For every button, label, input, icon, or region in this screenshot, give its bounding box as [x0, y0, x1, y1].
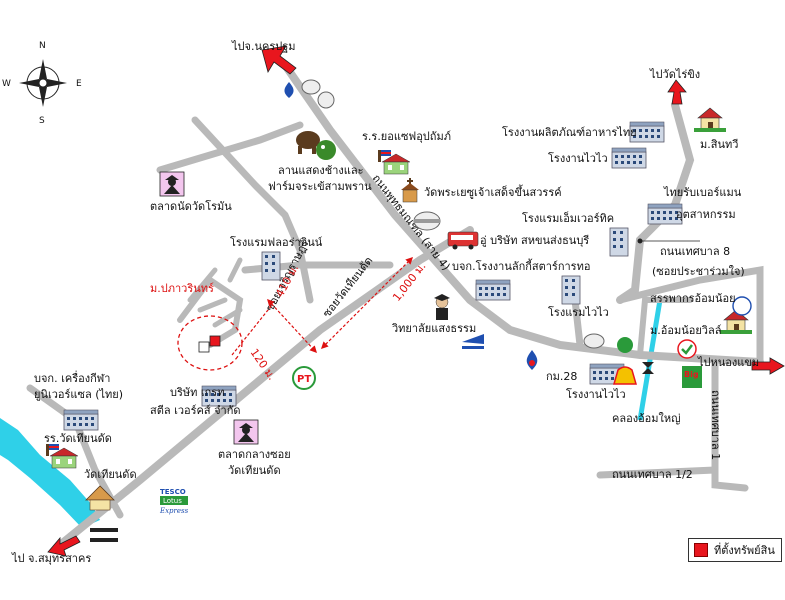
distance-410-line: [267, 298, 317, 354]
compass-w: W: [2, 79, 11, 89]
village-sinthavee-icon: [693, 107, 727, 133]
lotus-text-1: TESCO: [160, 488, 186, 496]
label-village-sinthavee: ม.สินทวี: [700, 138, 738, 151]
label-sports-equipment-1: บจก. เครื่องกีฬา: [34, 370, 110, 385]
label-pakarn-village: ม.ปภาวรินทร์: [150, 282, 214, 295]
distance-120-line: [231, 304, 273, 356]
compass-s: S: [39, 116, 45, 126]
label-factory-waiwai-1: โรงงานไวไว: [548, 151, 608, 165]
hotel-emwiraphip-icon: [609, 227, 629, 257]
arrow-wat-rai-khing: [667, 79, 687, 105]
sports-building-icon: [63, 409, 99, 431]
lucky-star-building-icon: [475, 279, 511, 301]
green-station-icon: [617, 337, 633, 353]
logo-saengtham-icon: [462, 334, 484, 349]
arrow-nakhon-pathom: [261, 45, 297, 75]
label-lucky-star: บจก.โรงงานลักกี้สตาร์การทอ: [452, 258, 590, 273]
legend-box: ที่ตั้งทรัพย์สิน: [688, 538, 782, 562]
label-great-2: สตีล เวอร์คส์ จำกัด: [150, 404, 241, 417]
label-market-nun: ตลาดนัดวัดโรมัน: [150, 199, 232, 213]
road-network: [26, 61, 764, 549]
nissan-dealer-icon: [583, 333, 605, 349]
label-sports-equipment-2: ยูนิเวอร์แซล (ไทย): [34, 388, 123, 401]
label-church: วัดพระเยซูเจ้าเสด็จขึ้นสวรรค์: [424, 184, 562, 199]
compass-n: N: [39, 41, 46, 51]
label-school-wat: รร.วัดเทียนดัด: [44, 432, 112, 445]
legend-label: ที่ตั้งทรัพย์สิน: [714, 544, 775, 557]
label-great-1: บริษัท เกรท: [170, 386, 224, 399]
compass-e: E: [76, 79, 82, 89]
school-joseph-icon: [377, 149, 411, 175]
label-hotel-waiwai: โรงแรมไวไว: [548, 305, 609, 319]
label-to-nong-khaem: ไปหนองแขม: [697, 356, 759, 369]
label-saengtham: วิทยาลัยแสงธรรม: [391, 322, 476, 335]
label-hotel-emwiraphip: โรงแรมเอ็มเวอร์ทิค: [522, 211, 614, 225]
label-elephant-show: ลานแสดงช้างและ: [278, 164, 364, 177]
river-left: [0, 418, 100, 528]
lotus-text-3: Express: [159, 507, 189, 515]
nissan-top-icon: [301, 79, 321, 95]
mg-icon: [317, 91, 335, 109]
waiwai-factory-building-icon: [611, 147, 647, 169]
label-to-wat-rai-khing: ไปวัดไร่ขิง: [649, 68, 700, 81]
church-icon: [401, 178, 419, 203]
arrow-samut-sakhon: [47, 535, 81, 557]
property-circle: [177, 315, 243, 371]
khlong-om-yai: [637, 299, 663, 421]
label-school-joseph: ร.ร.ยอแซฟอุปถัมภ์: [362, 130, 451, 143]
road-label-thetsaban1: ถนนเทศบาล 1: [709, 390, 722, 460]
svg-text:PT: PT: [297, 374, 311, 385]
road-label-pracharuamjai: (ซอยประชาร่วมใจ): [652, 265, 745, 278]
ptt-icon: [284, 82, 294, 98]
bridge-icon: [90, 528, 118, 542]
ptt-station-icon: [526, 350, 538, 370]
revenue-seal-icon: [732, 296, 752, 316]
label-revenue: สรรพากรอ้อมน้อย: [650, 292, 736, 305]
arrow-nong-khaem: [751, 357, 785, 375]
property-neighbor: [198, 341, 210, 353]
lotus-text-2: Lotus: [163, 497, 182, 505]
property-marker: [209, 335, 221, 347]
check-sign-icon: [677, 339, 697, 359]
hotel-waiwai-icon: [561, 275, 581, 305]
label-market-soi-1: ตลาดกลางซอย: [218, 448, 291, 461]
label-village-om-noi: ม.อ้อมน้อยวิลล์: [650, 324, 721, 337]
big-c-icon: Big: [682, 366, 702, 388]
intersection-icon: [642, 362, 654, 374]
market-soi-icon: [233, 419, 259, 445]
label-rubber-2: อุตสาหกรรม: [676, 208, 736, 221]
road-label-thetsaban8: ถนนเทศบาล 8: [660, 245, 730, 258]
label-bus-company: อู่ บริษัท สหขนส่งธนบุรี: [480, 234, 589, 247]
label-crocodile-farm: ฟาร์มจระเข้สามพราน: [268, 180, 372, 193]
label-wat-tian-dat: วัดเทียนดัด: [84, 468, 137, 481]
label-to-nakhon-pathom: ไปจ.นครปฐม: [231, 40, 296, 53]
lotus-express-icon: TESCO Lotus Express: [159, 488, 189, 515]
label-market-soi-2: วัดเทียนดัด: [228, 464, 281, 477]
label-khlong: คลองอ้อมใหญ่: [612, 412, 681, 425]
label-hotel-flora: โรงแรมฟลอร่าอินน์: [230, 235, 323, 249]
label-to-samut-sakhon: ไป จ.สมุทรสาคร: [11, 552, 91, 565]
big-c-text: Big: [684, 370, 699, 379]
temple-icon: [85, 485, 115, 511]
bus-icon: [447, 231, 479, 250]
graduate-icon: [434, 294, 450, 320]
label-km28: กม.28: [546, 370, 577, 383]
label-food-factory: โรงงานผลิตภัณฑ์อาหารไทย: [502, 125, 637, 139]
label-rubber-1: ไทยรับเบอร์แมน: [663, 186, 742, 199]
elephant-icon: [296, 131, 320, 154]
nissan-icon: [413, 211, 441, 231]
hotel-flora-icon: [261, 251, 281, 281]
label-factory-waiwai-2: โรงงานไวไว: [566, 387, 626, 401]
pt-station-icon: PT: [292, 366, 316, 390]
legend-swatch: [694, 543, 708, 557]
road-label-thetsaban1-2: ถนนเทศบาล 1/2: [612, 468, 693, 481]
crocodile-icon: [316, 140, 336, 160]
market-nun-icon: [159, 171, 185, 197]
shell-icon: [613, 366, 637, 385]
distance-1000-line: [320, 256, 414, 350]
compass-rose: [19, 59, 67, 107]
